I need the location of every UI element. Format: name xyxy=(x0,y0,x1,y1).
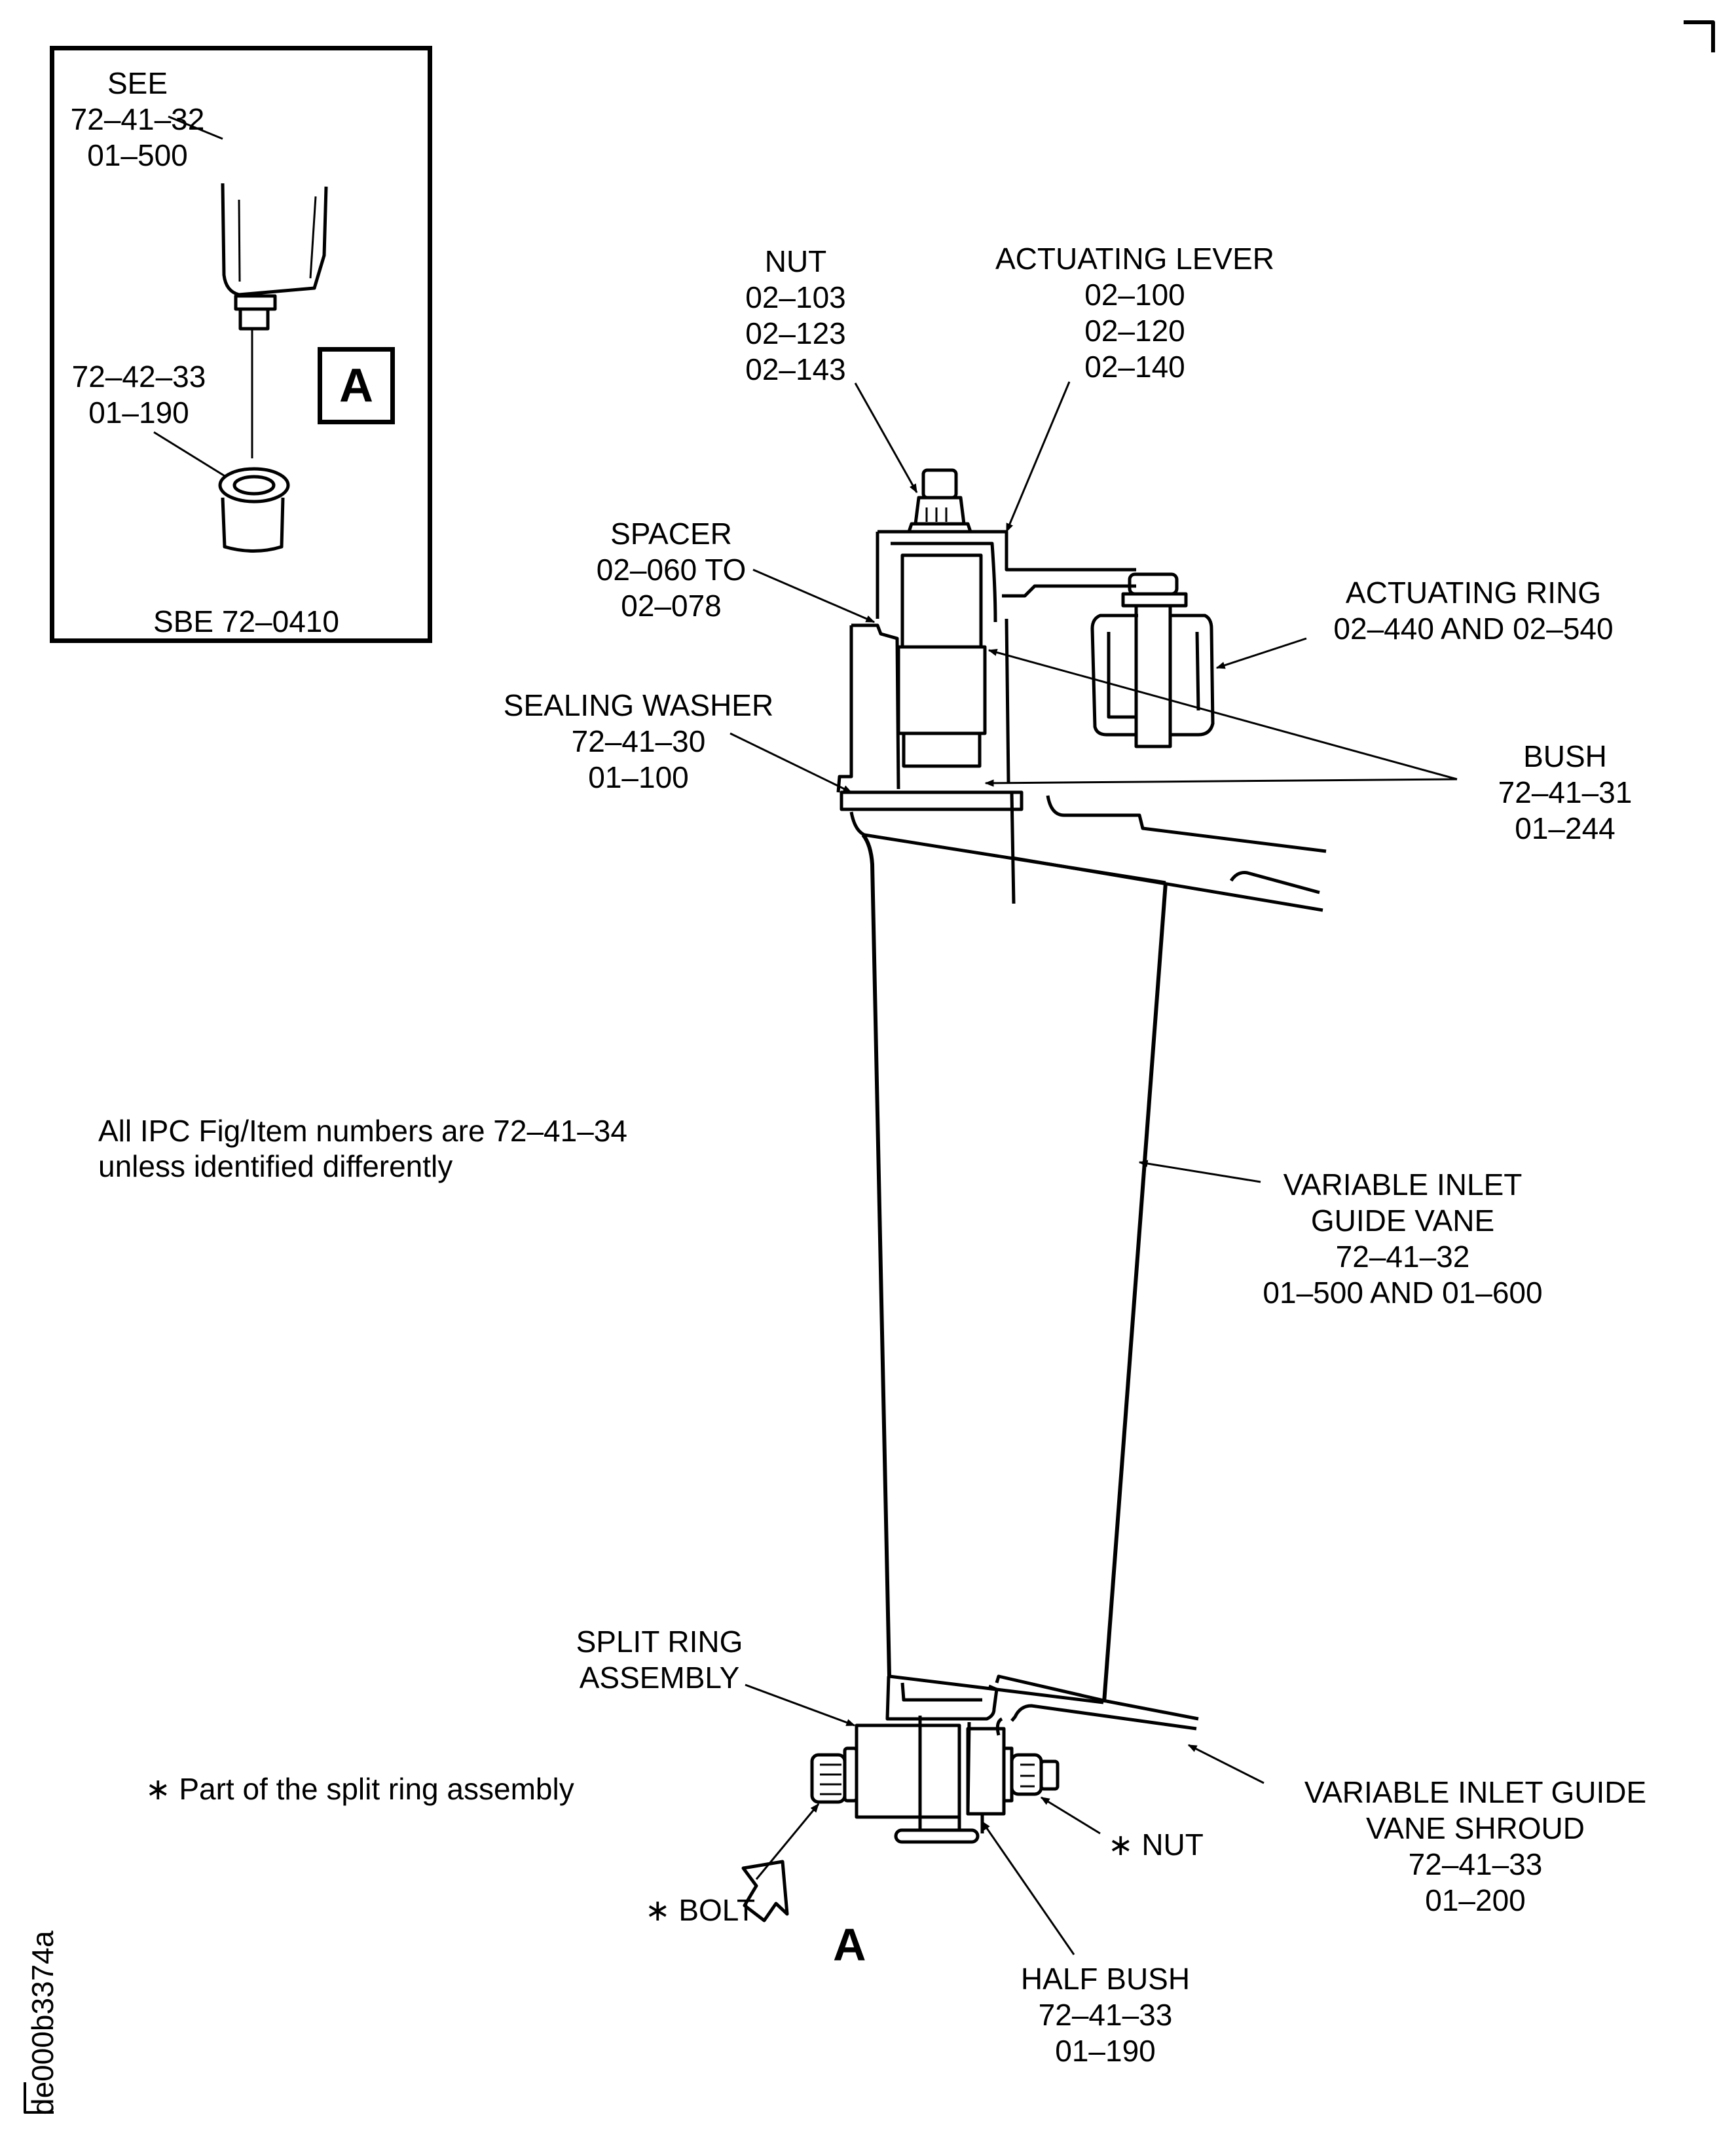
leader-bolt xyxy=(755,1803,820,1880)
corner-mark-top-right xyxy=(1684,20,1715,52)
callout-half-bush-item: 01–190 xyxy=(1055,2034,1156,2068)
callout-spacer-title: SPACER xyxy=(610,517,732,551)
leader-lines xyxy=(729,381,1458,1955)
inset-see-reference: SEE 72–41–32 01–500 xyxy=(71,65,205,174)
view-a-box: A xyxy=(318,347,395,424)
callout-shroud-item: 01–200 xyxy=(1425,1883,1526,1917)
callout-shroud-title-1: VARIABLE INLET GUIDE xyxy=(1304,1775,1647,1809)
callout-lever-item-2: 02–120 xyxy=(1084,314,1185,348)
detail-inset-frame xyxy=(50,46,432,643)
asterisk-note: ∗ Part of the split ring assembly xyxy=(145,1771,574,1807)
callout-vane-items: 01–500 AND 01–600 xyxy=(1263,1276,1543,1310)
actuating-lever-body xyxy=(876,530,1136,783)
leader-vane xyxy=(1138,1160,1261,1183)
leader-bush-lower xyxy=(984,778,1458,787)
callout-nut-item-3: 02–143 xyxy=(745,352,846,386)
leader-sealing-washer xyxy=(729,732,853,794)
actuating-ring xyxy=(1090,572,1215,748)
callout-lever-title: ACTUATING LEVER xyxy=(995,242,1274,276)
bottom-nut xyxy=(1002,1746,1060,1803)
asterisk-note-text: ∗ Part of the split ring assembly xyxy=(145,1772,574,1806)
callout-spacer: SPACER 02–060 TO 02–078 xyxy=(597,516,747,624)
leader-spacer xyxy=(752,568,876,623)
callout-bottom-nut-text: ∗ NUT xyxy=(1108,1828,1204,1862)
callout-bush: BUSH 72–41–31 01–244 xyxy=(1498,739,1633,847)
ipc-note-line-2: unless identified differently xyxy=(98,1149,453,1183)
callout-bottom-nut: ∗ NUT xyxy=(1108,1827,1204,1862)
callout-shroud: VARIABLE INLET GUIDE VANE SHROUD 72–41–3… xyxy=(1304,1775,1646,1919)
callout-nut-item-1: 02–103 xyxy=(745,280,846,314)
callout-vane-chapter: 72–41–32 xyxy=(1335,1240,1470,1274)
inset-see-chapter: 72–41–32 xyxy=(70,102,205,136)
bolt-head xyxy=(810,1746,859,1804)
callout-shroud-chapter: 72–41–33 xyxy=(1408,1847,1543,1881)
leader-split-ring xyxy=(745,1683,856,1727)
leader-bush-upper xyxy=(988,648,1458,781)
service-bulletin-text: SBE 72–0410 xyxy=(153,604,339,638)
leader-actuating-lever xyxy=(1005,381,1071,533)
leader-bottom-nut xyxy=(1040,1796,1101,1835)
service-bulletin-label: SBE 72–0410 xyxy=(153,604,339,640)
inset-see-line: SEE xyxy=(107,66,168,100)
corner-mark-bottom-left xyxy=(24,2082,54,2114)
callout-ring-items: 02–440 AND 02–540 xyxy=(1333,612,1614,646)
callout-washer-chapter: 72–41–30 xyxy=(571,724,706,758)
view-arrow-letter: A xyxy=(833,1919,866,1970)
callout-nut: NUT 02–103 02–123 02–143 xyxy=(745,244,846,388)
callout-bolt: ∗ BOLT xyxy=(645,1892,755,1928)
callout-lever-item-3: 02–140 xyxy=(1084,350,1185,384)
callout-ring-title: ACTUATING RING xyxy=(1345,576,1602,610)
callout-vane-title-2: GUIDE VANE xyxy=(1310,1204,1495,1238)
callout-bush-chapter: 72–41–31 xyxy=(1498,775,1633,809)
variable-inlet-guide-vane xyxy=(849,811,1168,1703)
callout-actuating-ring: ACTUATING RING 02–440 AND 02–540 xyxy=(1333,575,1613,647)
callout-vane-title-1: VARIABLE INLET xyxy=(1283,1168,1523,1202)
ipc-note-line-1: All IPC Fig/Item numbers are 72–41–34 xyxy=(98,1114,627,1148)
callout-split-ring: SPLIT RING ASSEMBLY xyxy=(576,1624,743,1696)
inset-bush-chapter: 72–42–33 xyxy=(71,359,206,394)
callout-bolt-text: ∗ BOLT xyxy=(645,1893,756,1927)
callout-lever-item-1: 02–100 xyxy=(1084,278,1185,312)
callout-nut-title: NUT xyxy=(764,244,827,278)
callout-nut-item-2: 02–123 xyxy=(745,316,846,350)
leader-nut xyxy=(854,382,918,494)
callout-half-bush: HALF BUSH 72–41–33 01–190 xyxy=(1021,1961,1190,2069)
callout-spacer-item-2: 02–078 xyxy=(621,589,722,623)
figure-id: de000b3374a xyxy=(26,1930,60,2115)
callout-bush-item: 01–244 xyxy=(1515,811,1616,845)
boss-block xyxy=(836,623,1024,904)
nut-and-spindle xyxy=(907,468,972,534)
split-ring-assembly xyxy=(855,1716,1006,1844)
inset-bush-item: 01–190 xyxy=(88,396,189,430)
callout-actuating-lever: ACTUATING LEVER 02–100 02–120 02–140 xyxy=(995,241,1274,385)
ipc-note: All IPC Fig/Item numbers are 72–41–34 un… xyxy=(98,1113,627,1184)
callout-shroud-title-2: VANE SHROUD xyxy=(1366,1811,1585,1845)
inset-vane-root xyxy=(168,115,328,458)
callout-guide-vane: VARIABLE INLET GUIDE VANE 72–41–32 01–50… xyxy=(1263,1167,1542,1311)
callout-bush-title: BUSH xyxy=(1523,739,1607,773)
callout-half-bush-chapter: 72–41–33 xyxy=(1038,1998,1173,2032)
callout-sealing-washer: SEALING WASHER 72–41–30 01–100 xyxy=(504,688,773,796)
callout-washer-title: SEALING WASHER xyxy=(503,688,774,722)
view-a-letter: A xyxy=(339,359,373,412)
inset-bush-reference: 72–42–33 01–190 xyxy=(72,359,206,431)
outer-casing-upper xyxy=(1011,795,1327,912)
lower-platform-and-shroud xyxy=(885,1674,1199,1736)
leader-half-bush xyxy=(981,1820,1075,1955)
inset-bush xyxy=(153,431,290,553)
inset-see-item: 01–500 xyxy=(87,138,188,172)
callout-split-ring-line-1: SPLIT RING xyxy=(576,1625,743,1659)
view-arrow-a xyxy=(741,1860,789,1922)
callout-split-ring-line-2: ASSEMBLY xyxy=(579,1661,740,1695)
callout-half-bush-title: HALF BUSH xyxy=(1020,1962,1191,1996)
callout-washer-item: 01–100 xyxy=(588,760,689,794)
leader-shroud xyxy=(1187,1744,1265,1784)
callout-spacer-item-1: 02–060 TO xyxy=(596,553,747,587)
leader-actuating-ring xyxy=(1215,637,1307,669)
